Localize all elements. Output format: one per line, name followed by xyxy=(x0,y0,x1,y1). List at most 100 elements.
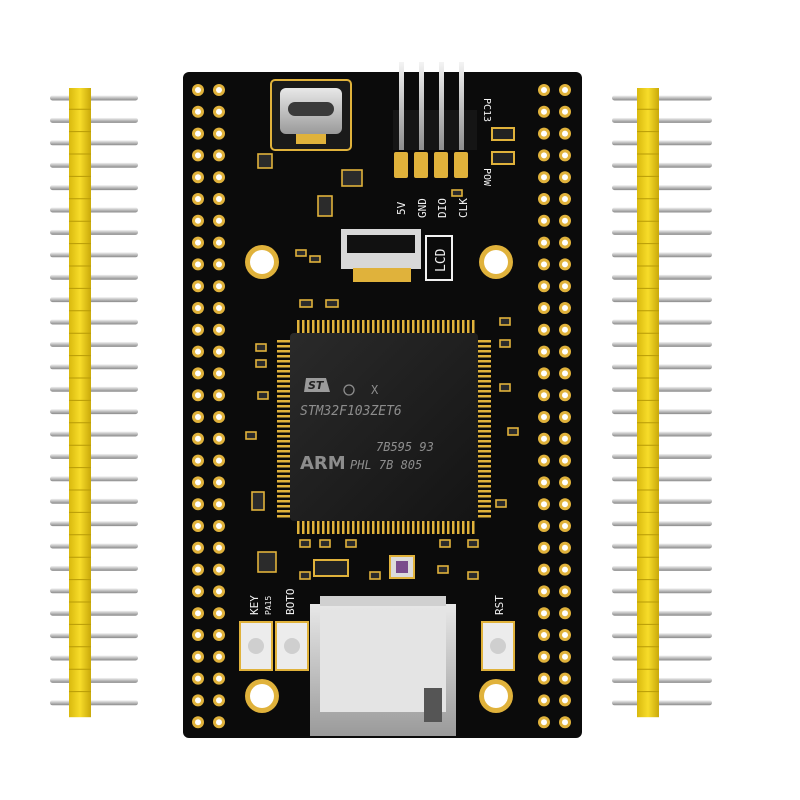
loose-pin-header-left xyxy=(50,88,138,718)
header-pin xyxy=(50,229,138,235)
header-pin xyxy=(50,252,138,258)
smd-part xyxy=(499,339,511,348)
header-pin xyxy=(50,655,138,661)
header-pin xyxy=(612,565,712,571)
smd-part xyxy=(257,153,273,169)
smd-part xyxy=(299,571,311,580)
label-pc13: PC13 xyxy=(481,98,492,122)
header-pin xyxy=(50,274,138,280)
header-pin xyxy=(50,588,138,594)
header-pin xyxy=(50,543,138,549)
header-pin xyxy=(612,409,712,415)
header-pin xyxy=(50,140,138,146)
header-pin xyxy=(612,610,712,616)
header-pin xyxy=(612,633,712,639)
label-lcd: LCD xyxy=(434,248,449,272)
smd-part xyxy=(299,539,311,548)
smd-part xyxy=(251,491,265,511)
smd-part xyxy=(495,499,507,508)
loose-pin-header-right xyxy=(612,88,712,718)
label-rst: RST xyxy=(493,595,506,615)
header-pin xyxy=(50,453,138,459)
header-pin xyxy=(612,588,712,594)
chip-origin-code: PHL 7B 805 xyxy=(350,458,422,472)
label-gnd: GND xyxy=(416,198,429,218)
recycle-mark xyxy=(343,384,355,396)
header-pin xyxy=(50,364,138,370)
header-pin xyxy=(612,140,712,146)
smd-part xyxy=(319,539,331,548)
header-pin xyxy=(612,700,712,706)
label-key: KEY xyxy=(248,595,261,615)
header-pin xyxy=(50,207,138,213)
header-pin xyxy=(612,655,712,661)
chip-part-number: STM32F103ZET6 xyxy=(300,404,402,419)
header-pin xyxy=(612,543,712,549)
header-pin xyxy=(612,297,712,303)
header-pin xyxy=(50,409,138,415)
smd-part xyxy=(325,299,339,308)
header-pin xyxy=(612,476,712,482)
reset-button[interactable] xyxy=(481,621,515,671)
pin-pad-rows xyxy=(192,84,571,729)
smd-part xyxy=(369,571,381,580)
chip-suffix: X xyxy=(371,383,379,397)
micro-sd-slot xyxy=(310,596,456,736)
svg-text:ST: ST xyxy=(308,379,325,392)
header-pin xyxy=(612,498,712,504)
smd-part xyxy=(451,189,463,197)
arm-logo: ARM xyxy=(300,453,346,474)
smd-part xyxy=(467,539,479,548)
header-pin xyxy=(50,521,138,527)
smd-components xyxy=(245,153,519,580)
header-pin xyxy=(612,207,712,213)
header-pin xyxy=(612,95,712,101)
debug-header xyxy=(393,62,477,180)
smd-part xyxy=(499,383,511,392)
smd-part xyxy=(439,539,451,548)
header-pin xyxy=(50,95,138,101)
smd-part xyxy=(299,299,313,308)
smd-part xyxy=(255,343,267,352)
label-clk: CLK xyxy=(457,198,470,218)
usb-c-connector xyxy=(270,79,352,151)
smd-part xyxy=(345,539,357,548)
header-pin xyxy=(50,610,138,616)
smd-part xyxy=(499,317,511,326)
smd-part xyxy=(255,359,267,368)
header-pin xyxy=(50,700,138,706)
crystal xyxy=(313,559,349,577)
header-pin xyxy=(50,162,138,168)
header-pin xyxy=(50,677,138,683)
smd-part xyxy=(257,551,277,573)
smd-part xyxy=(309,255,321,263)
smd-part xyxy=(437,565,449,574)
header-pin xyxy=(612,117,712,123)
header-pin xyxy=(50,341,138,347)
boot0-button[interactable] xyxy=(275,621,309,671)
header-pin xyxy=(612,185,712,191)
smd-part xyxy=(257,391,269,400)
header-pin xyxy=(50,297,138,303)
header-pin xyxy=(612,677,712,683)
smd-part xyxy=(341,169,363,187)
header-pin xyxy=(612,229,712,235)
header-pin xyxy=(612,431,712,437)
header-pin xyxy=(612,521,712,527)
key-button[interactable] xyxy=(239,621,273,671)
led-pow xyxy=(491,151,515,165)
label-dio: DIO xyxy=(436,198,449,218)
led-pc13 xyxy=(491,127,515,141)
header-pin xyxy=(612,252,712,258)
label-pa15: PA15 xyxy=(264,596,273,615)
header-pin xyxy=(50,565,138,571)
mcu-chip xyxy=(290,333,478,521)
header-pin xyxy=(612,386,712,392)
smd-part xyxy=(507,427,519,436)
mounting-holes xyxy=(245,245,513,713)
header-pin xyxy=(612,364,712,370)
header-pin xyxy=(50,319,138,325)
chip-lot-code: 7B595 93 xyxy=(376,440,434,454)
label-pow: POW xyxy=(481,168,492,187)
